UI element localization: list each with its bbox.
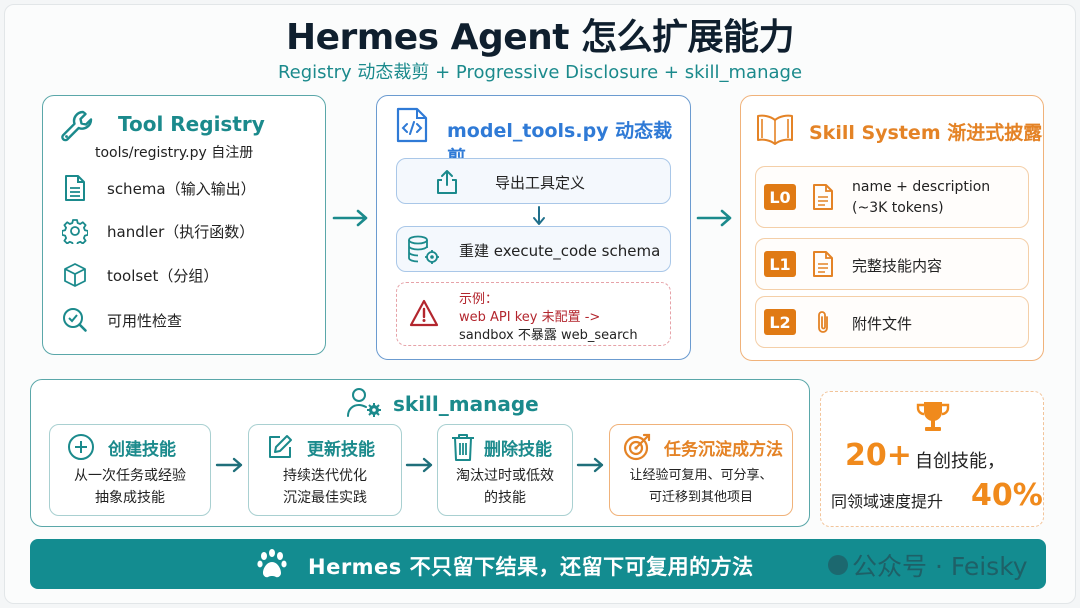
level-line1: 完整技能内容 [852, 257, 943, 275]
level-line1: name + description [852, 179, 991, 195]
skill-level-l2: L2 附件文件 [755, 296, 1029, 348]
user-gear-icon [345, 386, 383, 418]
search-check-icon [61, 306, 89, 334]
step-title: 创建技能 [108, 440, 176, 460]
step-task-to-method: 任务沉淀成方法 让经验可复用、可分享、 可迁移到其他项目 [609, 424, 793, 516]
page-title: Hermes Agent 怎么扩展能力 [285, 17, 795, 58]
registry-item: handler（执行函数） [61, 218, 254, 244]
gear-icon [61, 218, 89, 244]
trash-icon [450, 432, 476, 462]
step-update-skill: 更新技能 持续迭代优化 沉淀最佳实践 [248, 424, 402, 516]
step-title: 任务沉淀成方法 [664, 440, 783, 460]
arrow-right-icon [215, 457, 243, 473]
plus-circle-icon [67, 433, 95, 461]
step-create-skill: 创建技能 从一次任务或经验 抽象成技能 [49, 424, 211, 516]
tool-registry-card: Tool Registry tools/registry.py 自注册 sche… [42, 95, 326, 355]
level-badge: L1 [764, 251, 796, 277]
step-desc-line2: 的技能 [484, 490, 526, 506]
registry-item-label: toolset（分组） [107, 266, 219, 285]
skill-count-value: 20+ [845, 438, 912, 473]
skill-system-card: Skill System 渐进式披露 L0 name + description… [740, 95, 1044, 361]
export-tools-step: 导出工具定义 [396, 158, 671, 204]
speed-value: 40% [971, 478, 1043, 513]
speed-label: 同领域速度提升 [831, 492, 944, 511]
level-badge: L0 [764, 184, 796, 210]
watermark-logo-icon [828, 555, 848, 575]
document-icon [61, 174, 89, 202]
share-upload-icon [435, 169, 459, 195]
step-desc-line1: 淘汰过时或低效 [456, 468, 554, 484]
registry-item-label: handler（执行函数） [107, 222, 255, 241]
registry-item: toolset（分组） [61, 262, 218, 288]
page-subtitle: Registry 动态裁剪 + Progressive Disclosure +… [277, 62, 803, 83]
step-title: 更新技能 [307, 440, 375, 460]
warning-triangle-icon [409, 299, 439, 327]
example-warning-box: 示例： web API key 未配置 -> sandbox 不暴露 web_s… [396, 282, 671, 346]
tool-registry-title: Tool Registry [118, 112, 265, 136]
example-label: 示例： [459, 292, 499, 307]
skill-level-l0: L0 name + description (~3K tokens) [755, 166, 1029, 228]
arrow-right-icon [576, 457, 604, 473]
paw-icon [256, 548, 288, 580]
level-line2: (~3K tokens) [852, 200, 944, 216]
arrow-down-icon [533, 206, 545, 225]
step-desc-line1: 让经验可复用、可分享、 [629, 468, 773, 483]
example-line1: web API key 未配置 -> [459, 310, 601, 325]
step-title: 删除技能 [484, 440, 552, 460]
watermark: 公众号 · Feisky [828, 547, 1028, 583]
rebuild-schema-step: 重建 execute_code schema [396, 226, 671, 272]
achievement-stat-box: 20+ 自创技能， 同领域速度提升 40% [820, 391, 1044, 527]
step-desc-line2: 沉淀最佳实践 [283, 490, 367, 506]
paperclip-icon [814, 308, 832, 336]
open-book-icon [755, 112, 795, 146]
document-icon [812, 183, 834, 211]
registry-item-label: 可用性检查 [107, 311, 183, 330]
arrow-right-icon [405, 457, 433, 473]
step-delete-skill: 删除技能 淘汰过时或低效 的技能 [437, 424, 573, 516]
level-badge: L2 [764, 309, 796, 335]
database-gear-icon [407, 235, 441, 265]
skill-level-l1: L1 完整技能内容 [755, 238, 1029, 290]
step-desc-line2: 可迁移到其他项目 [648, 490, 753, 505]
cube-icon [61, 262, 89, 288]
arrow-right-icon [332, 209, 368, 227]
registry-item: 可用性检查 [61, 306, 182, 334]
level-line1: 附件文件 [852, 315, 913, 333]
step-desc-line1: 持续迭代优化 [283, 468, 367, 484]
step-desc-line1: 从一次任务或经验 [74, 468, 186, 484]
watermark-text: 公众号 · Feisky [852, 552, 1028, 581]
target-icon [622, 432, 652, 462]
footer-banner: Hermes 不只留下结果，还留下可复用的方法 公众号 · Feisky [30, 539, 1046, 589]
model-tools-card: model_tools.py 动态裁剪 导出工具定义 重建 execute_co… [376, 95, 691, 360]
skill-system-title: Skill System 渐进式披露 [809, 122, 1043, 144]
rebuild-schema-label: 重建 execute_code schema [459, 242, 661, 260]
tool-registry-subtitle: tools/registry.py 自注册 [95, 145, 254, 161]
trophy-icon [915, 400, 951, 434]
wrench-icon [57, 106, 97, 146]
arrow-right-icon [696, 209, 732, 227]
code-file-icon [395, 106, 429, 144]
edit-icon [266, 433, 294, 461]
registry-item: schema（输入输出） [61, 174, 256, 202]
export-tools-label: 导出工具定义 [495, 174, 586, 192]
skill-manage-title: skill_manage [393, 392, 539, 416]
step-desc-line2: 抽象成技能 [95, 490, 165, 506]
document-icon [812, 250, 834, 278]
example-line2: sandbox 不暴露 web_search [459, 328, 638, 343]
registry-item-label: schema（输入输出） [107, 179, 256, 198]
footer-tagline: Hermes 不只留下结果，还留下可复用的方法 [308, 555, 754, 579]
skill-manage-card: skill_manage 创建技能 从一次任务或经验 抽象成技能 更新技能 持续… [30, 379, 810, 527]
skill-count-label: 自创技能， [915, 451, 1005, 472]
